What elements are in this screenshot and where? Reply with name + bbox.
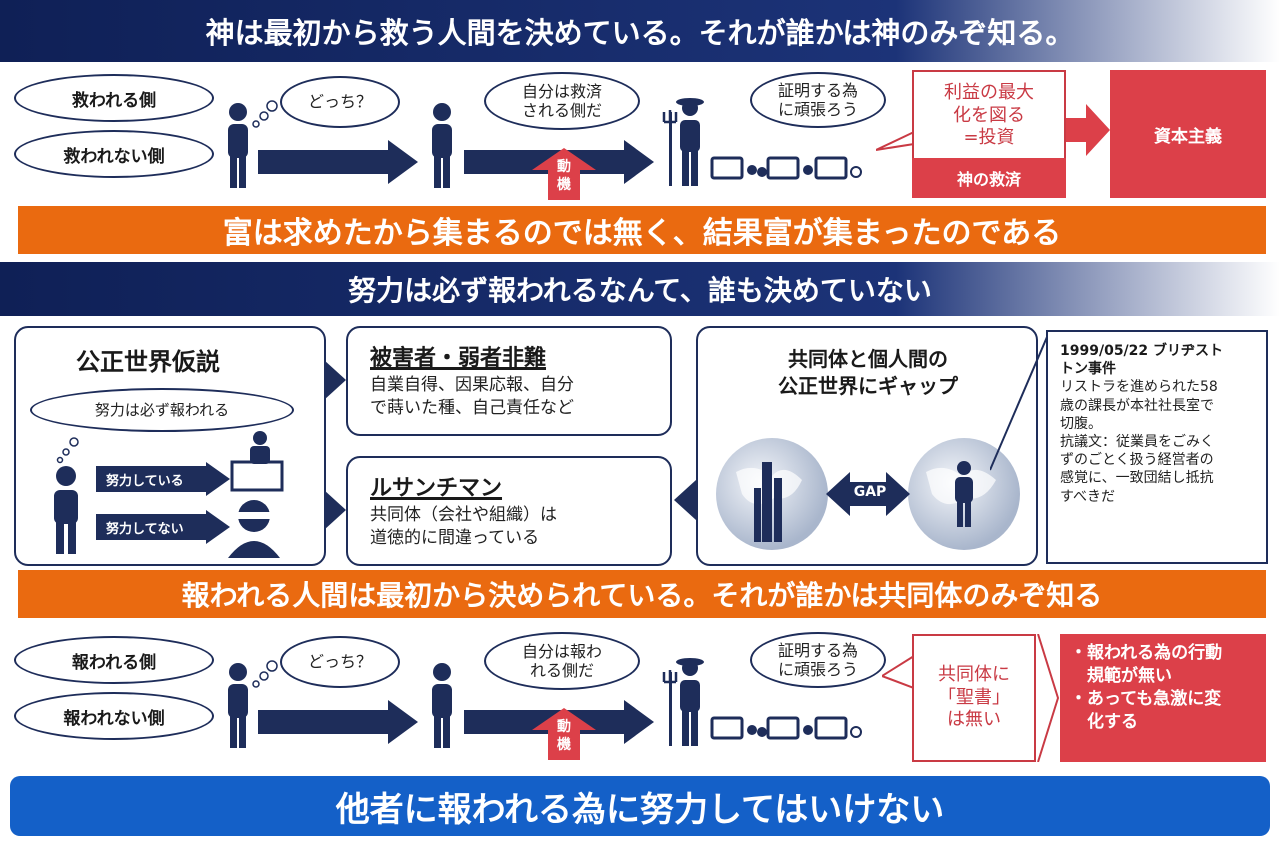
oval-not-saved: 救われない側	[14, 130, 214, 178]
gap-panel-title: 共同体と個人間の 公正世界にギャップ	[778, 347, 958, 398]
cloud-prove: 証明する為 に頑張ろう	[750, 72, 886, 128]
banner-god-decides: 神は最初から救う人間を決めている。それが誰かは神のみぞ知る。	[0, 0, 1280, 62]
just-world-title: 公正世界仮説	[76, 348, 220, 376]
incident-box: 1999/05/22 ブリヂスト トン事件 リストラを進められた58 歳の課長が…	[1046, 330, 1268, 564]
panel-gap: 共同体と個人間の 公正世界にギャップ GAP	[696, 326, 1038, 566]
victim-blaming-title: 被害者・弱者非難	[370, 346, 547, 371]
ressentiment-text: 共同体（会社や組織）は 道徳的に間違っている	[370, 505, 557, 548]
person-speaking-icon	[432, 663, 452, 748]
pill-no-effort: 努力してない	[96, 514, 208, 540]
gap-globes-illustration	[716, 438, 1020, 550]
motive-label: 動 機	[557, 159, 571, 194]
oval-not-rewarded: 報われない側	[14, 692, 214, 740]
no-norms-box: ・報われる為の行動 規範が無い ・あっても急激に変 化する	[1060, 634, 1266, 762]
oval-rewarded: 報われる側	[14, 636, 214, 684]
person-thinking-icon	[228, 103, 248, 188]
arrow-right-icon	[258, 140, 418, 184]
cloud-which: どっち？	[280, 76, 400, 128]
arrow-right-icon	[258, 700, 418, 744]
person-icon	[54, 466, 78, 554]
person-thinking-icon	[228, 663, 248, 748]
incident-text: リストラを進められた58 歳の課長が本社社長室で 切腹。 抗議文：従業員をごみく…	[1060, 379, 1218, 505]
person-speaking-icon	[432, 103, 452, 188]
motive-up-arrow-icon	[532, 708, 596, 760]
callout-no-bible: 共同体に 「聖書」 は無い	[912, 634, 1036, 762]
thief-icon	[228, 500, 280, 558]
callout-pointer	[990, 330, 1051, 471]
farmer-icon	[662, 98, 704, 186]
victim-blaming-text: 自業自得、因果応報、自分 で蒔いた種、自己責任など	[370, 375, 574, 418]
arrow-right-red-icon	[1066, 104, 1110, 156]
cloud-i-am-rewarded: 自分は報わ れる側だ	[484, 632, 640, 690]
thought-dots-icon	[56, 437, 79, 464]
banner-wealth: 富は求めたから集まるのでは無く、結果富が集まったのである	[18, 206, 1266, 254]
money-icon	[710, 156, 862, 180]
banner-effort-not-rewarded: 努力は必ず報われるなんて、誰も決めていない	[0, 262, 1280, 316]
chevron-right-icon	[324, 360, 346, 400]
oval-saved: 救われる側	[14, 74, 214, 122]
thought-dots-icon	[252, 660, 278, 688]
salvation-box: 神の救済	[912, 158, 1066, 198]
panel-ressentiment: ルサンチマン 共同体（会社や組織）は 道徳的に間違っている	[346, 456, 672, 566]
arrow-right-icon	[206, 462, 230, 496]
cloud-which: どっち？	[280, 636, 400, 688]
panel-victim-blaming: 被害者・弱者非難 自業自得、因果応報、自分 で蒔いた種、自己責任など	[346, 326, 672, 436]
motive-up-arrow-icon	[532, 148, 596, 200]
cloud-i-am-saved: 自分は救済 される側だ	[484, 72, 640, 130]
motive-label: 動 機	[557, 719, 571, 754]
banner-rewarded-decided: 報われる人間は最初から決められている。それが誰かは共同体のみぞ知る	[18, 570, 1266, 618]
chevron-left-icon	[674, 480, 696, 520]
banner-do-not-strive: 他者に報われる為に努力してはいけない	[10, 776, 1270, 836]
cloud-prove: 証明する為 に頑張ろう	[750, 632, 886, 688]
arrow-right-icon	[206, 510, 230, 544]
ressentiment-title: ルサンチマン	[370, 476, 503, 501]
panel-just-world: 公正世界仮説 努力は必ず報われる 努力している 努力してない	[14, 326, 326, 566]
cloud-effort-rewarded: 努力は必ず報われる	[30, 388, 294, 432]
callout-maximize-profit: 利益の最大 化を図る =投資	[912, 70, 1066, 162]
podium-speaker-icon	[230, 431, 284, 492]
money-icon	[710, 716, 862, 740]
chevron-right-icon	[1037, 634, 1060, 762]
pill-effort: 努力している	[96, 466, 208, 492]
chevron-right-icon	[324, 490, 346, 530]
gap-label: GAP	[853, 484, 887, 500]
capitalism-box: 資本主義	[1110, 70, 1266, 198]
farmer-icon	[662, 658, 704, 746]
thought-dots-icon	[252, 100, 278, 128]
incident-title: 1999/05/22 ブリヂスト トン事件	[1060, 343, 1224, 378]
